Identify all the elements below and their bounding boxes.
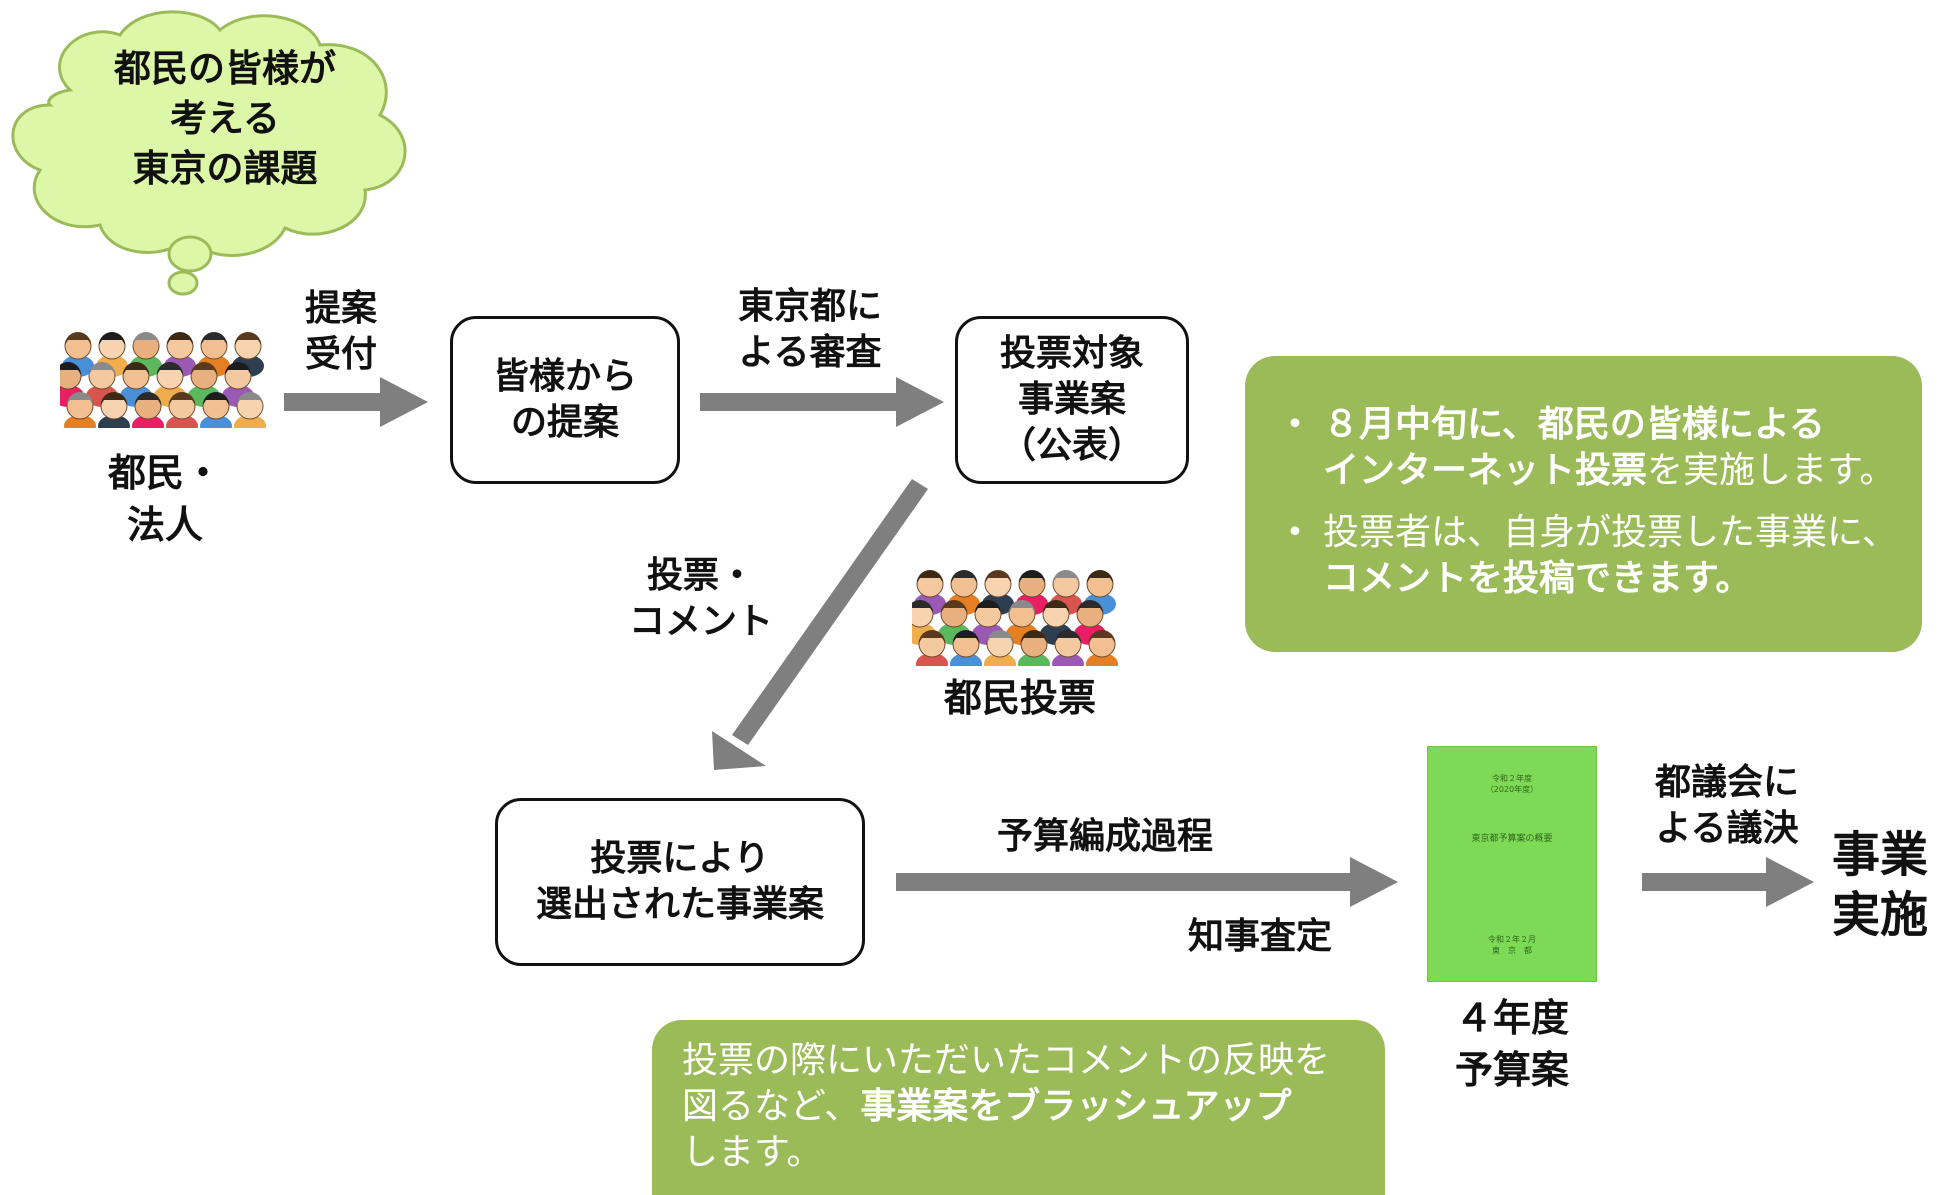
arrow-right-icon [1642, 857, 1814, 907]
selected-line-2: 選出された事業案 [535, 884, 824, 925]
booklet-bottom-1: 令和２年２月 [1488, 935, 1536, 944]
receive-line-2: 受付 [304, 334, 377, 375]
arrow-right-icon [700, 377, 944, 427]
comment-line-2-bold: 事業案をブラッシュアップ [860, 1086, 1292, 1127]
execution-label: 事業 実施 [1832, 825, 1947, 945]
citizens-line-1: 都民・ [107, 451, 222, 495]
budget-doc-label: ４年度 予算案 [1417, 992, 1607, 1096]
governor-label: 知事査定 [1187, 916, 1332, 957]
voting-info-box: ・ ８月中旬に、都民の皆様による インターネット投票を実施します。 ・ 投票者は… [1245, 356, 1922, 652]
info-item-2-bold: コメントを投稿できます。 [1323, 558, 1752, 599]
vote-comment-line-2: コメント [628, 601, 773, 642]
thought-bubble-icon [11, 10, 407, 296]
bullet-icon: ・ [1277, 404, 1314, 445]
citizens-label: 都民・ 法人 [70, 447, 260, 551]
bullet-icon: ・ [1277, 512, 1314, 553]
review-line-1: 東京都に [737, 286, 882, 327]
assembly-label: 都議会に よる議決 [1637, 760, 1817, 852]
arrow-right-icon [284, 377, 428, 427]
budget-doc-line-1: ４年度 [1454, 996, 1569, 1040]
crowd-icon [60, 332, 266, 428]
info-item-2: ・ 投票者は、自身が投票した事業に、 コメントを投稿できます。 [1277, 510, 1908, 602]
bubble-line-3: 東京の課題 [132, 147, 318, 190]
receive-line-1: 提案 [304, 288, 377, 329]
budget-doc-line-2: 予算案 [1454, 1048, 1569, 1092]
booklet-top-2: （2020年度） [1485, 785, 1539, 794]
comment-line-2: 図るなど、事業案をブラッシュアップ [682, 1084, 1385, 1130]
comment-info-box: 投票の際にいただいたコメントの反映を 図るなど、事業案をブラッシュアップ します… [652, 1020, 1385, 1195]
booklet-title: 東京都予算案の概要 [1471, 834, 1553, 844]
assembly-line-1: 都議会に [1654, 762, 1799, 803]
review-line-2: よる審査 [738, 332, 882, 373]
arrow-diagonal-icon [712, 479, 928, 770]
vote-comment-label: 投票・ コメント [606, 553, 796, 645]
booklet-bottom-2: 東 京 都 [1492, 946, 1532, 955]
voting-label: 都民投票 [943, 676, 1096, 720]
info-item-1-normal: を実施します。 [1647, 450, 1896, 491]
bubble-line-1: 都民の皆様が [114, 47, 336, 90]
comment-line-2-normal: 図るなど、 [682, 1086, 861, 1127]
info-item-1-bold: ８月中旬に、都民の皆様による [1323, 404, 1825, 445]
proposals-line-2: の提案 [510, 402, 619, 443]
proposals-box: 皆様から の提案 [450, 316, 680, 484]
booklet-icon: 令和２年度 （2020年度） 東京都予算案の概要 令和２年２月 東 京 都 [1427, 746, 1597, 982]
vote-comment-line-1: 投票・ [646, 555, 755, 596]
assembly-line-2: よる議決 [1655, 808, 1799, 849]
comment-line-1: 投票の際にいただいたコメントの反映を [682, 1040, 1331, 1081]
info-item-1: ・ ８月中旬に、都民の皆様による インターネット投票を実施します。 [1277, 402, 1908, 494]
crowd-icon [912, 570, 1118, 666]
execution-line-2: 実施 [1832, 887, 1929, 943]
arrow-right-icon [896, 857, 1398, 907]
citizens-line-2: 法人 [126, 503, 203, 547]
review-label: 東京都に よる審査 [705, 284, 915, 376]
booklet-top-1: 令和２年度 [1492, 774, 1532, 783]
selected-box: 投票により 選出された事業案 [495, 798, 865, 966]
candidates-box: 投票対象 事業案 （公表） [955, 316, 1189, 484]
proposals-line-1: 皆様から [492, 356, 637, 397]
info-item-2-normal: 投票者は、自身が投票した事業に、 [1323, 512, 1898, 553]
selected-line-1: 投票により [590, 838, 770, 879]
bubble-text: 都民の皆様が 考える 東京の課題 [90, 44, 360, 194]
info-item-1-bold2: インターネット投票 [1323, 450, 1648, 491]
execution-line-1: 事業 [1832, 827, 1929, 883]
budgeting-label: 予算編成過程 [996, 816, 1213, 857]
comment-line-3: します。 [682, 1132, 823, 1173]
bubble-line-2: 考える [170, 97, 280, 140]
candidates-line-3: （公表） [999, 425, 1144, 466]
candidates-line-2: 事業案 [1017, 379, 1126, 420]
receive-label: 提案 受付 [281, 286, 401, 378]
candidates-line-1: 投票対象 [999, 333, 1144, 374]
